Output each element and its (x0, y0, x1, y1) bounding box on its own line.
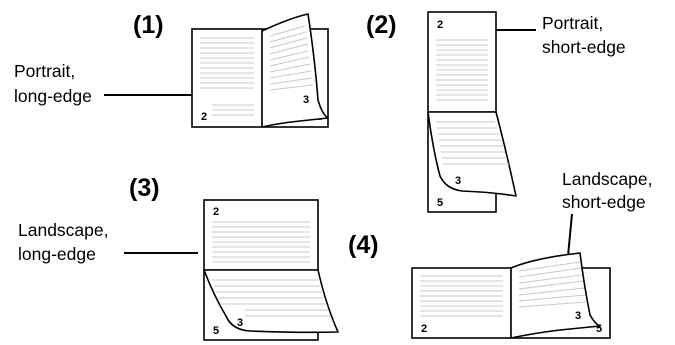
figure-2-marker: (2) (366, 11, 397, 39)
figure-3-caption-line-2: long-edge (18, 244, 96, 264)
figure-3-page-2: 2 (213, 206, 219, 218)
figure-2-caption-line-2: short-edge (542, 37, 626, 57)
figure-1-text-lines-left (200, 37, 254, 116)
figure-4-marker: (4) (348, 231, 379, 259)
figure-2-page-5: 5 (437, 197, 443, 209)
figure-1-text-lines-curl (269, 25, 314, 91)
figure-4-page-3: 3 (575, 310, 581, 322)
figure-4-caption-line-2: short-edge (562, 192, 646, 212)
figure-3-marker: (3) (129, 174, 160, 202)
figure-1-caption-line-2: long-edge (14, 86, 92, 106)
figure-3-text-lines-top (212, 221, 310, 263)
figure-2-turning-page (427, 111, 517, 197)
figure-1-page-2: 2 (201, 111, 207, 123)
figure-4-text-lines-curl (518, 261, 587, 308)
figure-4-leader-line (567, 213, 573, 257)
figure-4-page-2: 2 (421, 323, 427, 335)
figure-2-page-2: 2 (437, 19, 443, 31)
figure-landscape-short-edge: (4) Landscape, short-edge 2 5 3 (348, 169, 653, 339)
figure-3-text-lines-curl (212, 279, 330, 317)
figure-2-text-lines-curl (436, 121, 509, 165)
figure-1-marker: (1) (133, 11, 164, 39)
figure-4-turning-page (510, 252, 601, 339)
figure-2-caption-line-1: Portrait, (542, 13, 603, 33)
figure-4-caption-line-1: Landscape, (562, 169, 653, 189)
figure-1-turning-page (261, 13, 329, 128)
figure-3-page-3: 3 (237, 317, 243, 329)
figure-1-caption-line-1: Portrait, (14, 61, 75, 81)
figure-portrait-short-edge: (2) Portrait, short-edge 2 5 3 (366, 11, 626, 213)
figure-4-page-5: 5 (596, 323, 602, 335)
figure-4-text-lines-left (420, 275, 503, 317)
figure-1-page-3: 3 (303, 94, 309, 106)
figure-2-text-lines-top (436, 39, 488, 101)
figure-portrait-long-edge: (1) Portrait, long-edge 2 5 3 (14, 11, 329, 128)
figure-3-page-5: 5 (213, 325, 219, 337)
figure-landscape-long-edge: (3) Landscape, long-edge 2 5 3 (18, 174, 339, 341)
figure-3-caption-line-1: Landscape, (18, 220, 109, 240)
figure-2-page-3: 3 (455, 175, 461, 187)
